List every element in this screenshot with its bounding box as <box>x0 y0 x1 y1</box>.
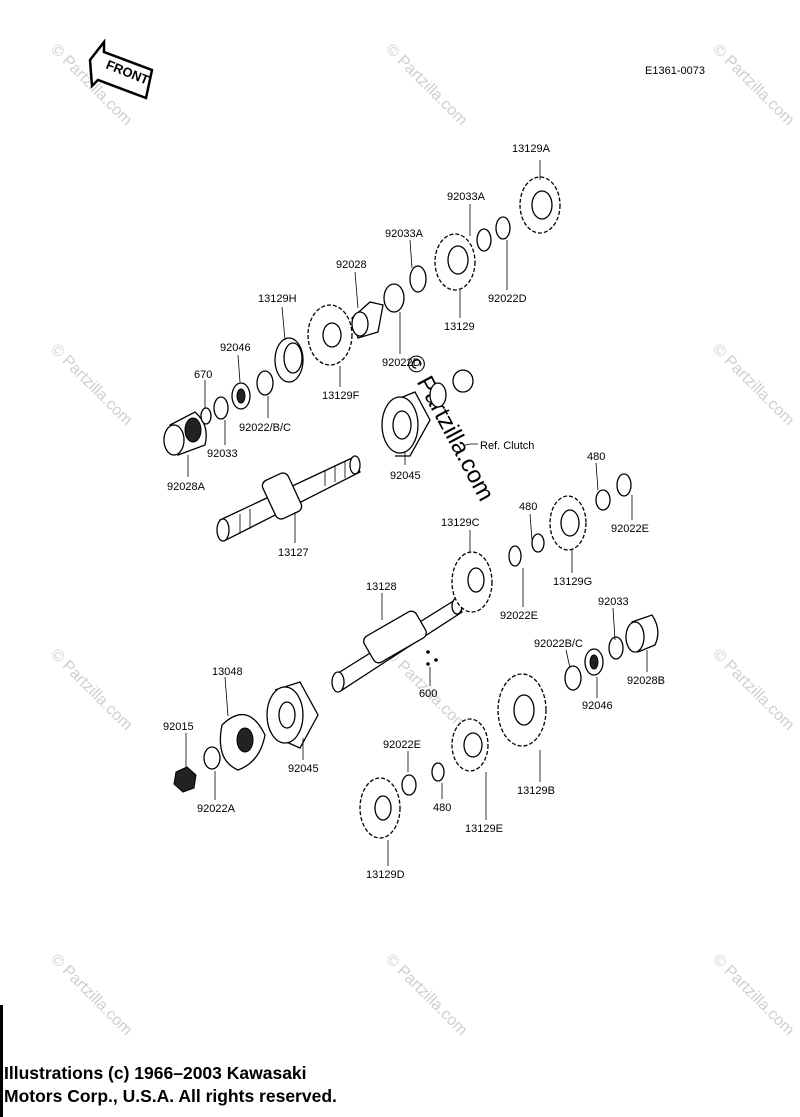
label-480: 480 <box>519 501 537 513</box>
label-92033: 92033 <box>598 596 629 608</box>
circlip-480-icon <box>595 489 611 511</box>
washer-92022BC-icon <box>564 665 582 691</box>
washer-92022E-icon <box>508 545 522 567</box>
sprocket-13048-icon <box>219 713 266 771</box>
gear-13129E-icon <box>451 718 489 772</box>
label-13129E: 13129E <box>465 823 503 835</box>
circlip-480-icon <box>431 762 445 782</box>
watermark: © Partzilla.com <box>47 646 135 734</box>
gear-13129A-icon <box>519 176 561 234</box>
label-92033A: 92033A <box>385 228 424 240</box>
circlip-480-icon <box>531 533 545 553</box>
washer-92022BC-icon <box>256 370 274 396</box>
label-92033A: 92033A <box>447 191 486 203</box>
washer-92022A-icon <box>203 746 221 770</box>
bearing-92028B-icon <box>625 614 659 653</box>
label-92046: 92046 <box>582 700 613 712</box>
washer-92022D-icon <box>495 216 511 240</box>
washer-icon <box>429 382 447 408</box>
washer-92022D-icon <box>383 283 405 313</box>
label-13128: 13128 <box>366 581 397 593</box>
watermark: © Partzilla.com <box>382 41 470 129</box>
watermark: © Partzilla.com <box>709 646 797 734</box>
left-edge-bar <box>0 1005 3 1117</box>
label-13129F: 13129F <box>322 390 360 402</box>
watermark: © Partzilla.com <box>709 341 797 429</box>
label-92022E: 92022E <box>383 739 421 751</box>
label-92022E: 92022E <box>611 523 649 535</box>
circlip-92033-icon <box>608 636 624 660</box>
label-92022D: 92022D <box>382 357 421 369</box>
label-480: 480 <box>587 451 605 463</box>
label-92022D: 92022D <box>488 293 527 305</box>
bearing-92045-icon <box>381 391 431 457</box>
watermark: © Partzilla.com <box>709 41 797 129</box>
label-13048: 13048 <box>212 666 243 678</box>
watermark: © Partzilla.com <box>382 951 470 1039</box>
label-92033: 92033 <box>207 448 238 460</box>
gear-13129-icon <box>434 233 476 291</box>
label-13129: 13129 <box>444 321 475 333</box>
label-480: 480 <box>433 802 451 814</box>
bearing-92028A-icon <box>163 411 207 456</box>
circlip-92033A-icon <box>476 228 492 252</box>
nut-icon <box>452 369 474 393</box>
diagram-code: E1361-0073 <box>645 65 705 77</box>
nut-92015-icon <box>173 766 197 793</box>
gear-13129F-icon <box>307 304 353 366</box>
gear-13129H-icon <box>274 337 304 383</box>
label-13129A: 13129A <box>512 143 551 155</box>
label-600: 600 <box>419 688 437 700</box>
ball-600-icon <box>426 650 430 654</box>
gear-13129G-icon <box>549 495 587 551</box>
copyright-line-2: Motors Corp., U.S.A. All rights reserved… <box>4 1086 337 1106</box>
washer-92022E-icon <box>401 774 417 796</box>
label-13129H: 13129H <box>258 293 297 305</box>
label-13129G: 13129G <box>553 576 592 588</box>
label-92028: 92028 <box>336 259 367 271</box>
label-13127: 13127 <box>278 547 309 559</box>
label-92046: 92046 <box>220 342 251 354</box>
label-92022A: 92022A <box>197 803 236 815</box>
ball-600-icon <box>434 658 438 662</box>
gear-13129B-icon <box>497 673 547 747</box>
label-92028A: 92028A <box>167 481 206 493</box>
circlip-92033-icon <box>213 396 229 420</box>
part-labels: 13129A 92033A 92033A 92028 13129H 13129 … <box>163 143 665 881</box>
leader-lines <box>185 160 648 866</box>
watermark: © Partzilla.com <box>709 951 797 1039</box>
front-arrow-icon: FRONT <box>88 38 154 100</box>
label-92022BC: 92022/B/C <box>239 422 291 434</box>
copyright-line-1: Illustrations (c) 1966–2003 Kawasaki <box>4 1063 307 1083</box>
label-13129C: 13129C <box>441 517 480 529</box>
label-13129B: 13129B <box>517 785 555 797</box>
label-92022E: 92022E <box>500 610 538 622</box>
gear-13129D-icon <box>359 777 401 839</box>
circlip-92033A-icon <box>409 265 427 293</box>
copyright-notice: Illustrations (c) 1966–2003 Kawasaki Mot… <box>4 1062 424 1108</box>
label-92028B: 92028B <box>627 675 665 687</box>
washer-92022E-icon <box>616 473 632 497</box>
label-92022BC: 92022B/C <box>534 638 583 650</box>
label-92045: 92045 <box>288 763 319 775</box>
ref-note: Ref. Clutch <box>480 440 534 452</box>
watermark: © Partzilla.com <box>47 951 135 1039</box>
label-670: 670 <box>194 369 212 381</box>
gear-13129C-icon <box>451 551 493 613</box>
label-92045: 92045 <box>390 470 421 482</box>
ball-600-icon <box>426 662 430 666</box>
label-13129D: 13129D <box>366 869 405 881</box>
shaft-13127-icon <box>216 455 361 542</box>
shaft-13128-icon <box>331 597 463 693</box>
watermark: © Partzilla.com <box>47 341 135 429</box>
watermark-layer: © Partzilla.com © Partzilla.com © Partzi… <box>47 41 797 1039</box>
washer-670-icon <box>200 407 212 425</box>
label-92015: 92015 <box>163 721 194 733</box>
bearing-92045-icon <box>266 681 319 749</box>
bushing-92028-icon <box>351 301 384 339</box>
